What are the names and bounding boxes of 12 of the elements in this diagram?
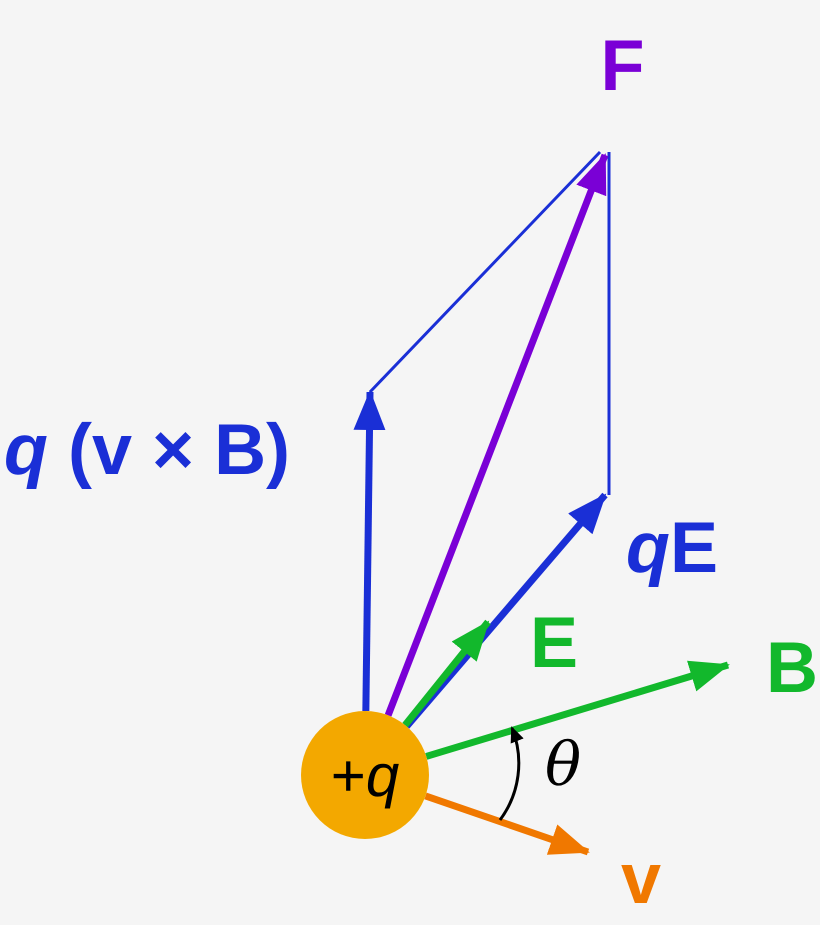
vector-arrow [354,390,386,712]
vector-arrow [425,660,730,760]
vector-arrow [424,792,590,856]
vector-label: F [600,30,644,102]
vector-label: B [766,632,818,704]
vector-label: v [620,843,661,915]
vector-arrow [402,620,491,728]
vector-label: E [670,512,718,584]
vector-arrow [384,153,608,717]
charge-label: +q [330,740,400,810]
vector-label: E [530,606,578,678]
angle-label: θ [545,735,582,795]
